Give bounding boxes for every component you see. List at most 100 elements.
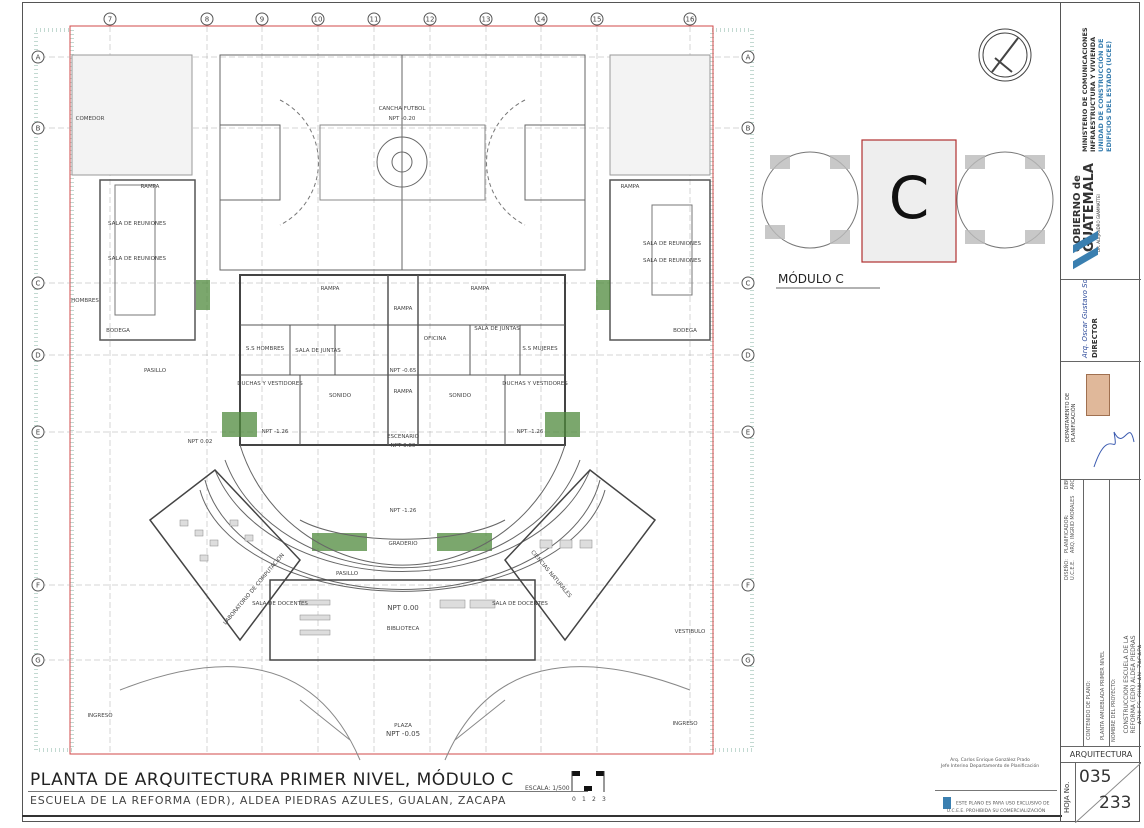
grid-row-label: B [746,125,751,133]
grid-column-bubble [200,12,214,26]
grid-row-label: G [35,657,40,665]
grid-column-label: 7 [108,16,112,24]
grid-column-label: 15 [593,16,602,24]
field-value: ARQ. INGRID MORALES [1070,495,1076,554]
approval-stamp [1086,374,1110,416]
key-plan-letter: C [889,164,930,232]
label-sala-reuniones: SALA DE REUNIONES [643,258,701,264]
sheet-frame [22,2,1140,822]
planter [312,533,367,551]
signer-name: Arq. Carlos Enrique González Prado [950,758,1030,763]
project-info: DISEÑO:U.C.E.E.PLANIFICADOR:ARQ. INGRID … [1061,480,1141,747]
scale-tick: 0 [572,796,576,803]
label-comedor: COMEDOR [76,116,105,122]
grid-row-bubble [741,276,755,290]
grid-column-bubble [683,12,697,26]
grid-column-label: 10 [314,16,323,24]
grid-row-bubble [741,425,755,439]
grid-column-bubble [479,12,493,26]
label-sala-docentes: SALA DE DOCENTES [492,601,548,607]
grid-column-bubble [255,12,269,26]
ucee-logo-icon [942,797,951,809]
label-sonido: SONIDO [329,393,352,399]
label-lab: LABORATORIO DE COMPUTACION [223,552,286,626]
label-pasillo: PASILLO [144,368,167,374]
grid-column-label: 12 [426,16,435,24]
grid-row-bubble [741,121,755,135]
label-sonido: SONIDO [449,393,472,399]
project-label: NOMBRE DEL PROYECTO: [1111,678,1117,742]
grid-row-label: A [36,54,41,62]
label-bodega: BODEGA [106,328,130,334]
grid-row-bubble [31,653,45,667]
label-cancha: CANCHA FUTBOL [379,106,427,112]
label-bodega: BODEGA [673,328,697,334]
label-npt: NPT 0.02 [188,439,213,445]
label-npt: NPT 0.00 [387,604,419,612]
landscape-band-right [710,28,754,752]
scale-tick: 1 [582,796,586,803]
signature [1093,431,1135,468]
grid-row-label: A [746,54,751,62]
amphitheater-seating [199,444,606,592]
key-plan-label: MÓDULO C [778,271,844,286]
grid-row-label: C [36,280,41,288]
planning-department: DEPARTAMENTO DE PLANIFICACIÓN [1061,362,1141,480]
label-escenario: ESCENARIO [387,434,420,440]
label-ciencias: CIENCIAS NATURALES [529,550,572,600]
grid-row-label: B [36,125,41,133]
unit-name: UNIDAD DE CONSTRUCCIÓN DE EDIFICIOS DEL … [1097,38,1113,152]
label-mujeres: S.S MUJERES [522,346,558,352]
label-vestibulo: VESTIBULO [675,629,706,635]
grid-row-bubble [31,121,45,135]
label-sala-juntas: SALA DE JUNTAS [295,348,341,354]
director-signature: Arq. Oscar Gustavo Sosa Aroy DIRECTOR [1061,280,1141,362]
grid-row-label: D [745,352,750,360]
discipline: ARQUITECTURA [1061,747,1141,763]
notice-text: ESTE PLANO ES PARA USO EXCLUSIVO DE U.C.… [946,801,1050,815]
grid-row-bubble [31,276,45,290]
planter [222,412,257,437]
key-plan: C MÓDULO C [761,139,1054,289]
sheet-number-box: HOJA No. 035 233 [1061,763,1141,823]
grid-row-bubble [741,50,755,64]
label-sala-docentes: SALA DE DOCENTES [252,601,308,607]
label-hombres: S.S HOMBRES [246,346,285,352]
grid-column-bubble [367,12,381,26]
title-block: MINISTERIO DE COMUNICACIONES INFRAESTRUC… [1060,2,1141,823]
label-rampa: RAMPA [471,286,490,292]
label-rampa: RAMPA [394,306,413,312]
label-oficina: OFICINA [424,336,447,342]
planning-signature: Arq. Carlos Enrique González Prado Jefe … [925,758,1055,770]
project-name: CONSTRUCCION ESCUELA DE LA REFORMA (EDR)… [1123,635,1141,734]
grid-row-bubble [741,653,755,667]
right-wing [609,179,711,341]
label-pasillo: PASILLO [336,571,359,577]
label-ingreso: INGRESO [87,713,113,719]
label-rampa: RAMPA [394,389,413,395]
label-sala-reuniones: SALA DE REUNIONES [108,221,166,227]
label-hombres: HOMBRES [71,298,99,304]
label-npt: NPT 0.80 [391,443,416,449]
grid-row-bubble [31,50,45,64]
label-npt-cancha: NPT -0.20 [389,116,416,122]
label-rampa: RAMPA [321,286,340,292]
director-role: DIRECTOR [1091,318,1099,358]
plaza-right [609,54,711,176]
label-npt: NPT -1.26 [517,429,544,435]
grid-row-bubble [31,578,45,592]
director-name: Arq. Oscar Gustavo Sosa Aroy [1081,280,1089,358]
grid-row-label: E [36,429,40,437]
grid-row-bubble [31,348,45,362]
grid-column-bubble [423,12,437,26]
label-plaza: PLAZA [394,723,412,729]
scale-bar: 0 1 2 3 ESCALA: 1/500 [525,771,606,803]
title-field: DIBUJO:ARQ. INGRID MORALES [1064,480,1076,490]
ministry-name: MINISTERIO DE COMUNICACIONES INFRAESTRUC… [1081,27,1097,152]
label-npt: NPT -1.26 [390,508,417,514]
label-sala-reuniones: SALA DE REUNIONES [643,241,701,247]
title-divider [28,791,588,792]
label-graderio: GRADERIO [388,541,418,547]
signer-role: Jefe Interino Departamento de Planificac… [940,764,1040,769]
label-duchas: DUCHAS Y VESTIDORES [502,381,568,387]
